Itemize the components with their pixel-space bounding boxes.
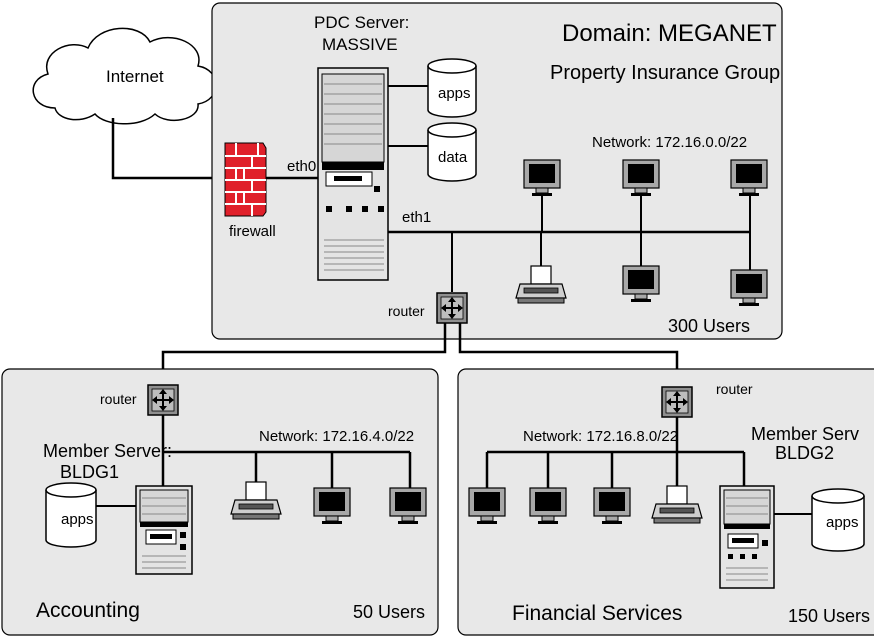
financial-network-label: Network: 172.16.8.0/22 bbox=[523, 428, 678, 445]
financial-name: Financial Services bbox=[512, 602, 682, 625]
apps-disk-icon bbox=[427, 58, 477, 118]
pdc-server-label-2: MASSIVE bbox=[322, 35, 398, 54]
accounting-network-label: Network: 172.16.4.0/22 bbox=[259, 428, 414, 445]
pdc-server-label-1: PDC Server: bbox=[314, 13, 409, 32]
accounting-users-count: 50 Users bbox=[353, 602, 425, 622]
accounting-server-label-1: Member Server: bbox=[43, 441, 172, 461]
accounting-server-label-2: BLDG1 bbox=[60, 462, 119, 482]
financial-users-count: 150 Users bbox=[788, 606, 870, 626]
accounting-box bbox=[1, 368, 439, 636]
firewall-label: firewall bbox=[229, 223, 276, 240]
financial-apps-disk-icon bbox=[811, 488, 865, 552]
eth1-label: eth1 bbox=[402, 209, 431, 226]
accounting-apps-disk-icon bbox=[45, 482, 97, 548]
domain-subtitle: Property Insurance Group bbox=[550, 62, 780, 84]
main-users-count: 300 Users bbox=[668, 316, 750, 336]
internet-cloud: Internet bbox=[32, 27, 217, 125]
financial-network-bus bbox=[485, 417, 746, 488]
main-network-drops bbox=[451, 196, 751, 292]
main-router-label: router bbox=[388, 303, 425, 319]
accounting-apps-disk-label: apps bbox=[61, 511, 94, 528]
domain-title: Domain: MEGANET bbox=[562, 20, 777, 47]
accounting-server-icon bbox=[135, 485, 193, 575]
financial-server-label-2: BLDG2 bbox=[775, 443, 834, 463]
data-disk-icon bbox=[427, 122, 477, 182]
financial-router-icon bbox=[661, 386, 693, 418]
internet-link bbox=[111, 118, 225, 180]
accounting-name: Accounting bbox=[36, 599, 140, 622]
financial-router-label: router bbox=[716, 381, 753, 397]
financial-server-icon bbox=[719, 485, 775, 589]
internet-label: Internet bbox=[106, 67, 164, 86]
main-router-icon bbox=[436, 292, 468, 324]
accounting-network-bus bbox=[161, 415, 412, 488]
financial-apps-disk-label: apps bbox=[826, 514, 859, 531]
eth0-label: eth0 bbox=[287, 158, 316, 175]
accounting-router-label: router bbox=[100, 391, 137, 407]
financial-server-label-1: Member Serv bbox=[751, 424, 859, 444]
main-network-label: Network: 172.16.0.0/22 bbox=[592, 134, 747, 151]
firewall-icon bbox=[224, 142, 267, 217]
apps-disk-label: apps bbox=[438, 85, 471, 102]
pdc-server-icon bbox=[317, 67, 389, 281]
accounting-router-icon bbox=[147, 384, 179, 416]
data-disk-label: data bbox=[438, 149, 468, 166]
